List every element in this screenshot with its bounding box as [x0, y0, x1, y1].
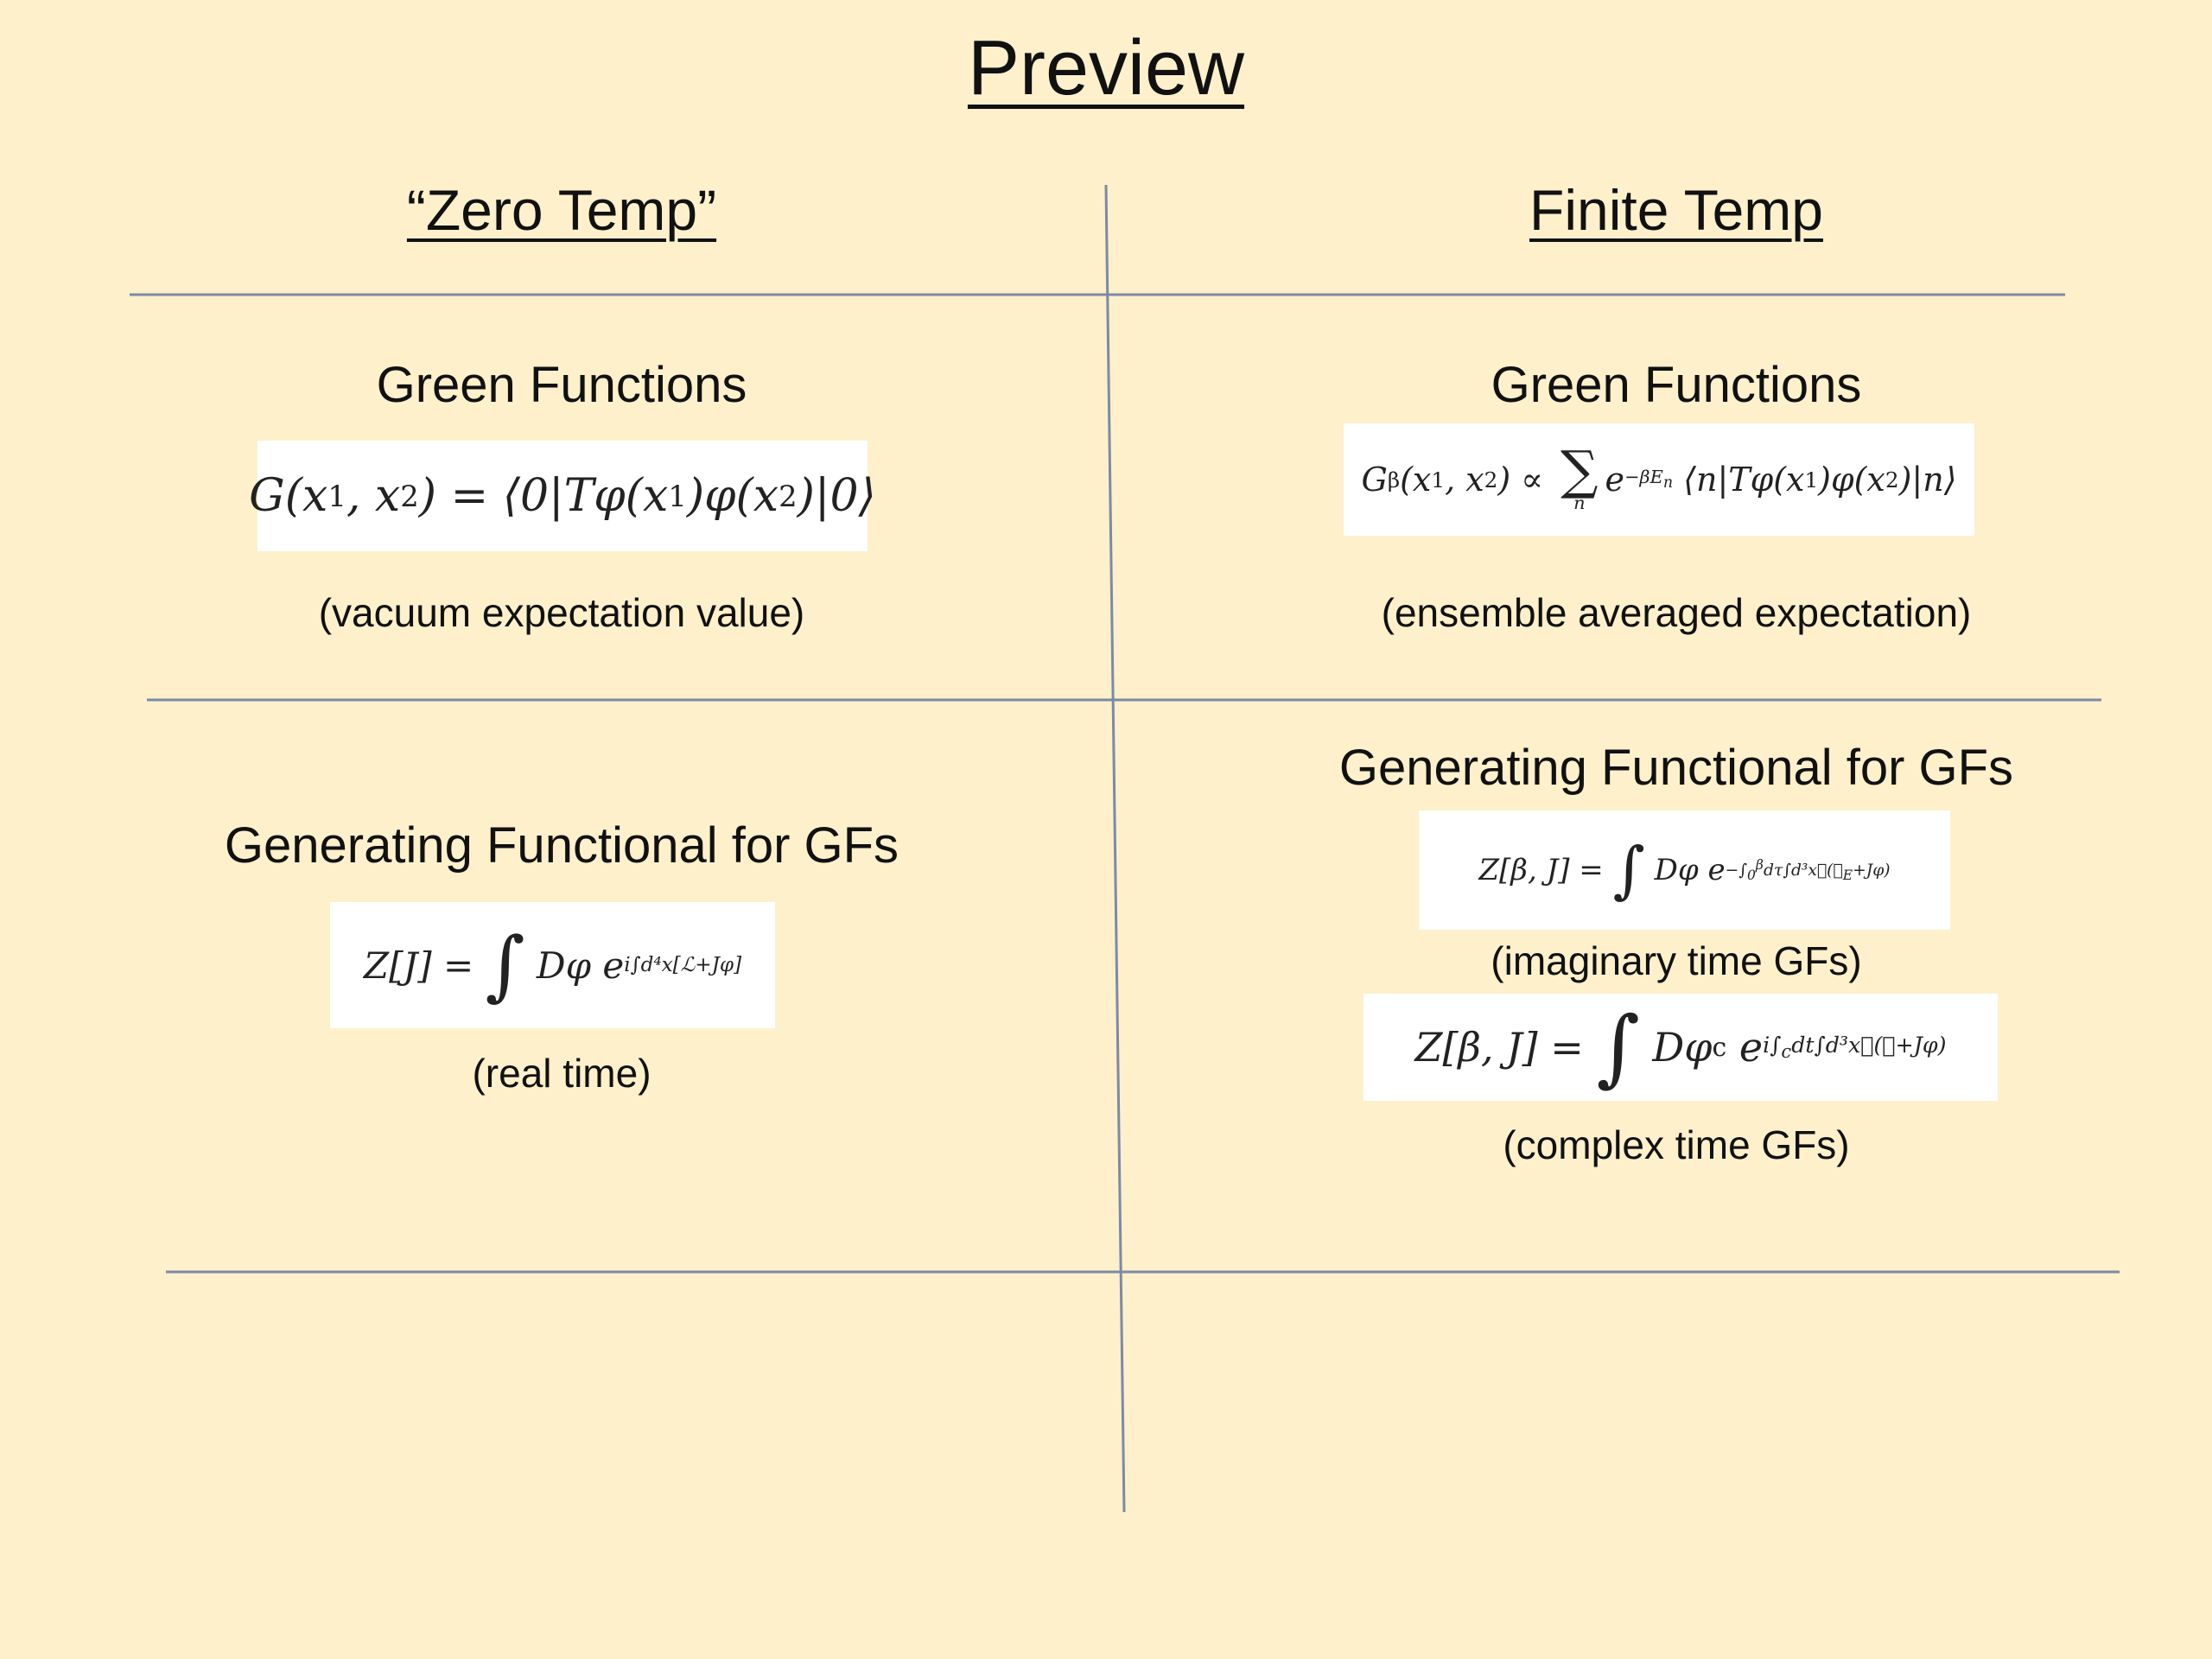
slide-title: Preview: [967, 25, 1245, 111]
imaginary-time-functional-formula: Z[β, J] = ∫ Dφ e−∫0βdτ∫d³x⃗(ℒE+Jφ): [1419, 810, 1950, 930]
left-generating-functional-caption: (real time): [472, 1051, 652, 1096]
complex-time-caption: (complex time GFs): [1503, 1122, 1850, 1167]
right-green-functions-label: Green Functions: [1491, 357, 1862, 413]
left-generating-functional-label: Generating Functional for GFs: [224, 817, 899, 874]
imaginary-time-caption: (imaginary time GFs): [1491, 938, 1862, 983]
left-green-functions-caption: (vacuum expectation value): [318, 590, 805, 635]
left-column-heading: “Zero Temp”: [406, 178, 717, 242]
right-generating-functional-label: Generating Functional for GFs: [1338, 740, 2014, 796]
right-green-functions-caption: (ensemble averaged expectation): [1381, 590, 1972, 635]
column-divider: [1104, 184, 1126, 1513]
left-green-functions-label: Green Functions: [376, 357, 747, 413]
right-column-heading: Finite Temp: [1529, 178, 1823, 242]
